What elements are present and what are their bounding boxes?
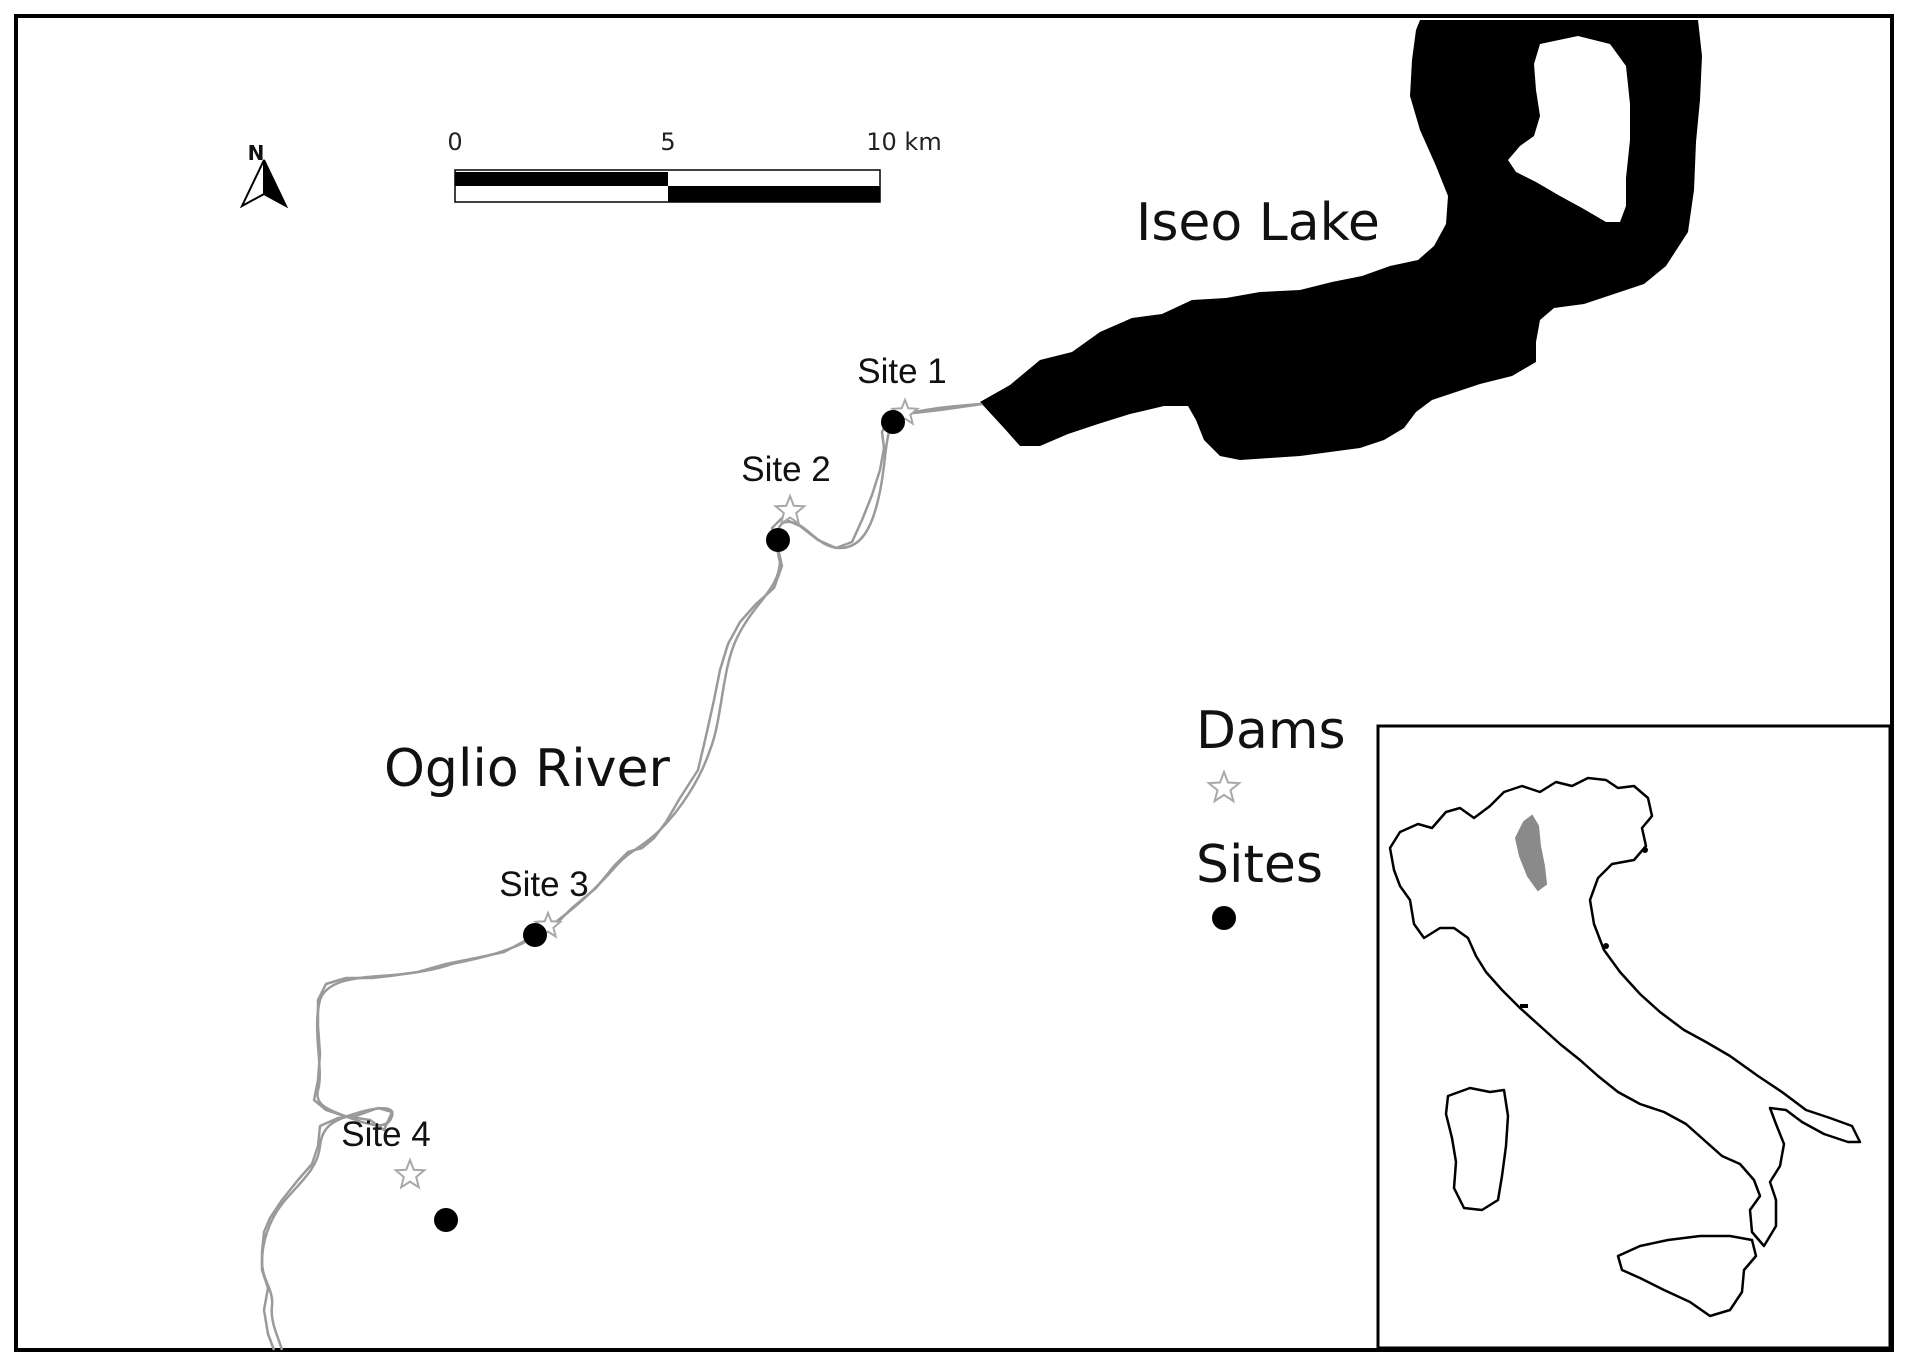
site-label-1: Site 1 <box>857 352 947 391</box>
italy-outline-icon <box>1388 776 1862 1318</box>
legend-dams-label: Dams <box>1196 701 1346 761</box>
dam-star-2 <box>773 493 807 526</box>
site-markers <box>434 410 905 1232</box>
north-arrow-icon <box>239 159 289 209</box>
north-arrow: N <box>239 141 289 209</box>
legend-sites-label: Sites <box>1196 835 1323 895</box>
dam-star-1 <box>890 397 920 426</box>
site-label-3: Site 3 <box>499 865 589 904</box>
inset-speck-1 <box>1642 847 1648 853</box>
dam-markers <box>393 397 920 1190</box>
inset-map <box>1376 724 1892 1350</box>
scale-tick-0: 0 <box>447 128 462 156</box>
site-dot-4 <box>434 1208 458 1232</box>
scale-bar: 0 5 10 km <box>447 128 942 203</box>
site-label-2: Site 2 <box>741 450 831 489</box>
north-label: N <box>248 141 265 165</box>
dot-icon <box>1212 906 1236 930</box>
dam-star-3 <box>533 910 563 939</box>
site-dot-3 <box>523 923 547 947</box>
inset-speck-2 <box>1603 943 1609 949</box>
river-label: Oglio River <box>384 739 671 799</box>
dam-star-4 <box>393 1157 427 1190</box>
site-label-4: Site 4 <box>341 1115 431 1154</box>
inset-speck-3 <box>1520 1004 1528 1008</box>
study-area <box>1514 814 1548 892</box>
legend: Dams Sites <box>1196 701 1346 930</box>
scale-tick-10: 10 km <box>866 128 941 156</box>
iseo-lake <box>980 20 1702 460</box>
lake-label: Iseo Lake <box>1136 193 1380 253</box>
star-icon <box>1206 769 1242 804</box>
scale-tick-5: 5 <box>660 128 675 156</box>
site-dot-2 <box>766 528 790 552</box>
site-dot-1 <box>881 410 905 434</box>
